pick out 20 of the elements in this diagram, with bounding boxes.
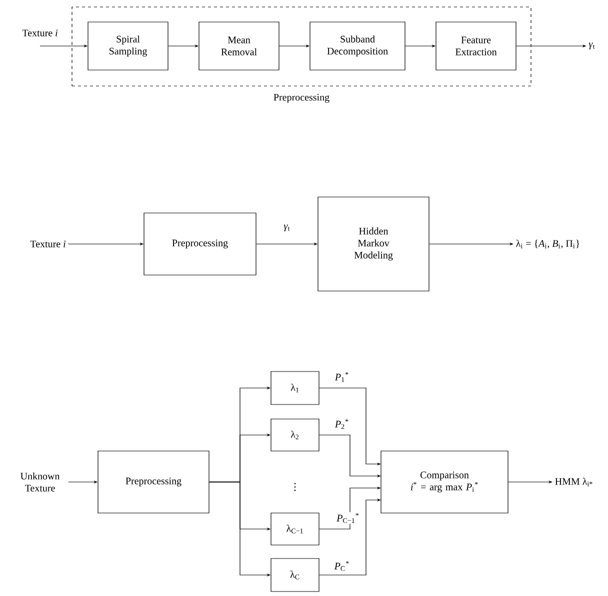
process-box: λ$_{C−1}$ xyxy=(270,512,320,546)
signal-label: Texture i xyxy=(30,240,66,248)
process-box: Subband Decomposition xyxy=(310,22,406,70)
node-label: Preprocessing xyxy=(274,94,330,103)
process-box: λ$_{C}$ xyxy=(270,558,320,592)
signal-label: HMM λ$_{i*}$ xyxy=(555,478,592,486)
process-box: Preprocessing xyxy=(144,212,256,276)
process-box: Hidden Markov Modeling xyxy=(318,196,430,292)
process-box: λ$_{2}$ xyxy=(270,418,320,452)
signal-label: Unknown Texture xyxy=(20,472,60,492)
signal-label: γ$_{t}$ xyxy=(588,42,595,50)
process-box: Preprocessing xyxy=(98,450,210,514)
signal-label: Texture i xyxy=(22,30,58,36)
ellipsis: ⋮ xyxy=(294,482,296,492)
signal-label: λ$_{i}$ = {A$_{i}$, B$_{i}$, Π$_{i}$} xyxy=(516,240,580,248)
process-box: Spiral Sampling xyxy=(88,22,168,70)
edge-label: γ$_{t}$ xyxy=(282,224,292,232)
process-box: Feature Extraction xyxy=(436,22,516,70)
process-box: λ$_{1}$ xyxy=(270,371,320,405)
process-box: Mean Removal xyxy=(198,22,280,70)
